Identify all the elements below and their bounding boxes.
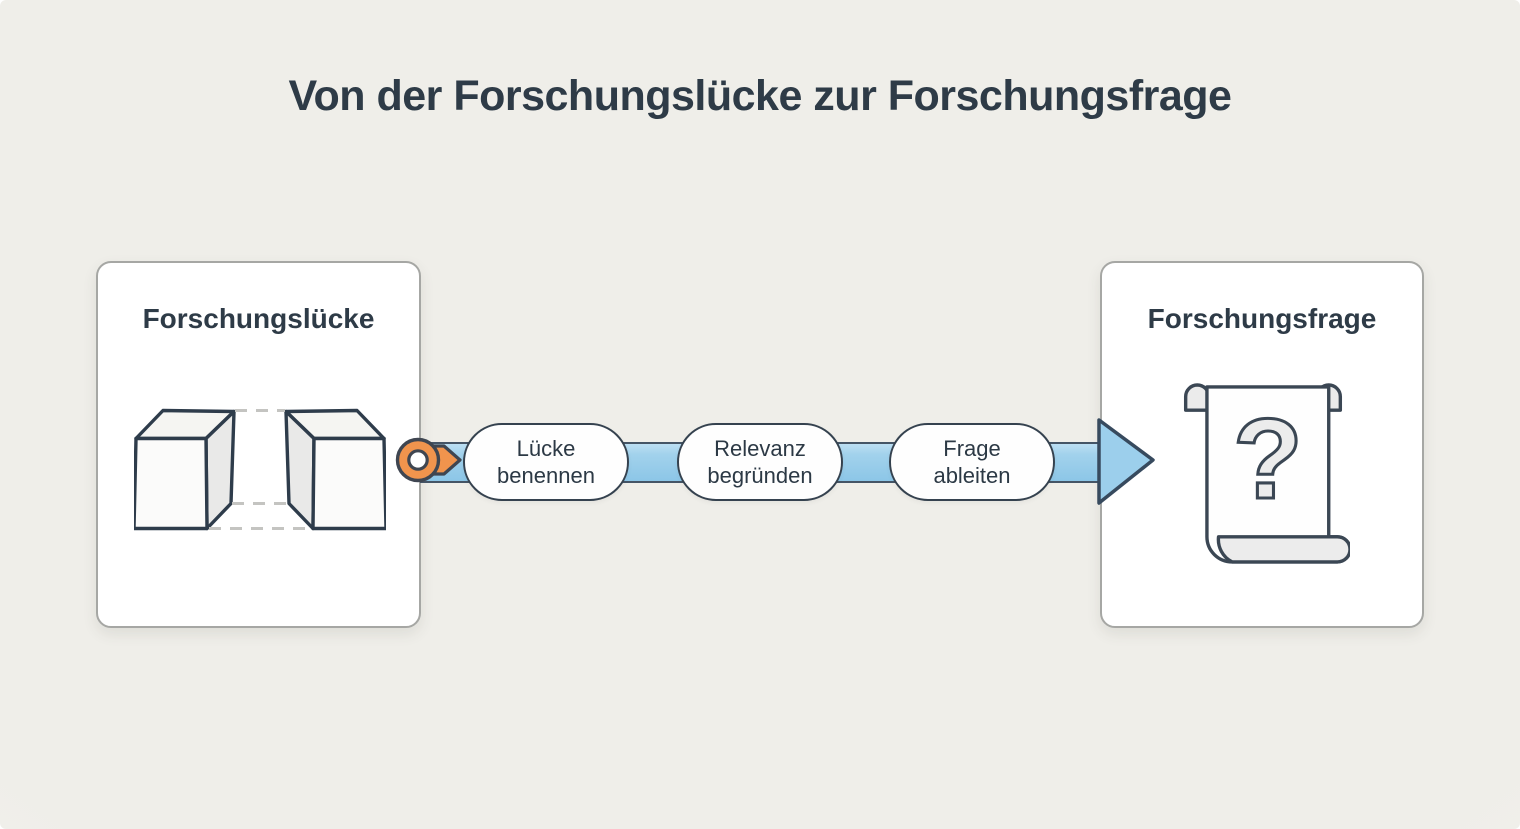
card-forschungsluecke-title: Forschungslücke (142, 303, 375, 334)
step-frage-ableiten: Frage ableiten (889, 423, 1055, 501)
card-forschungsfrage-title: Forschungsfrage (1147, 303, 1377, 334)
card-forschungsluecke: Forschungslücke (96, 261, 421, 628)
step-label-line: Relevanz (714, 436, 806, 461)
key-icon (395, 437, 462, 483)
page-title: Von der Forschungslücke zur Forschungsfr… (288, 72, 1232, 120)
step-label-line: ableiten (933, 463, 1011, 488)
gap-between-cubes-icon (134, 408, 386, 531)
card-forschungsfrage: Forschungsfrage ? (1100, 261, 1424, 628)
step-label-line: Frage (943, 436, 1001, 461)
step-luecke-benennen: Lücke benennen (463, 423, 629, 501)
step-label-line: begründen (707, 463, 813, 488)
process-arrow-head (1097, 418, 1155, 505)
step-label-line: benennen (497, 463, 595, 488)
scroll-question-mark-icon: ? (1183, 383, 1350, 564)
step-label-line: Lücke (516, 436, 576, 461)
step-relevanz-begruenden: Relevanz begründen (677, 423, 843, 501)
question-mark-glyph: ? (1233, 396, 1303, 523)
